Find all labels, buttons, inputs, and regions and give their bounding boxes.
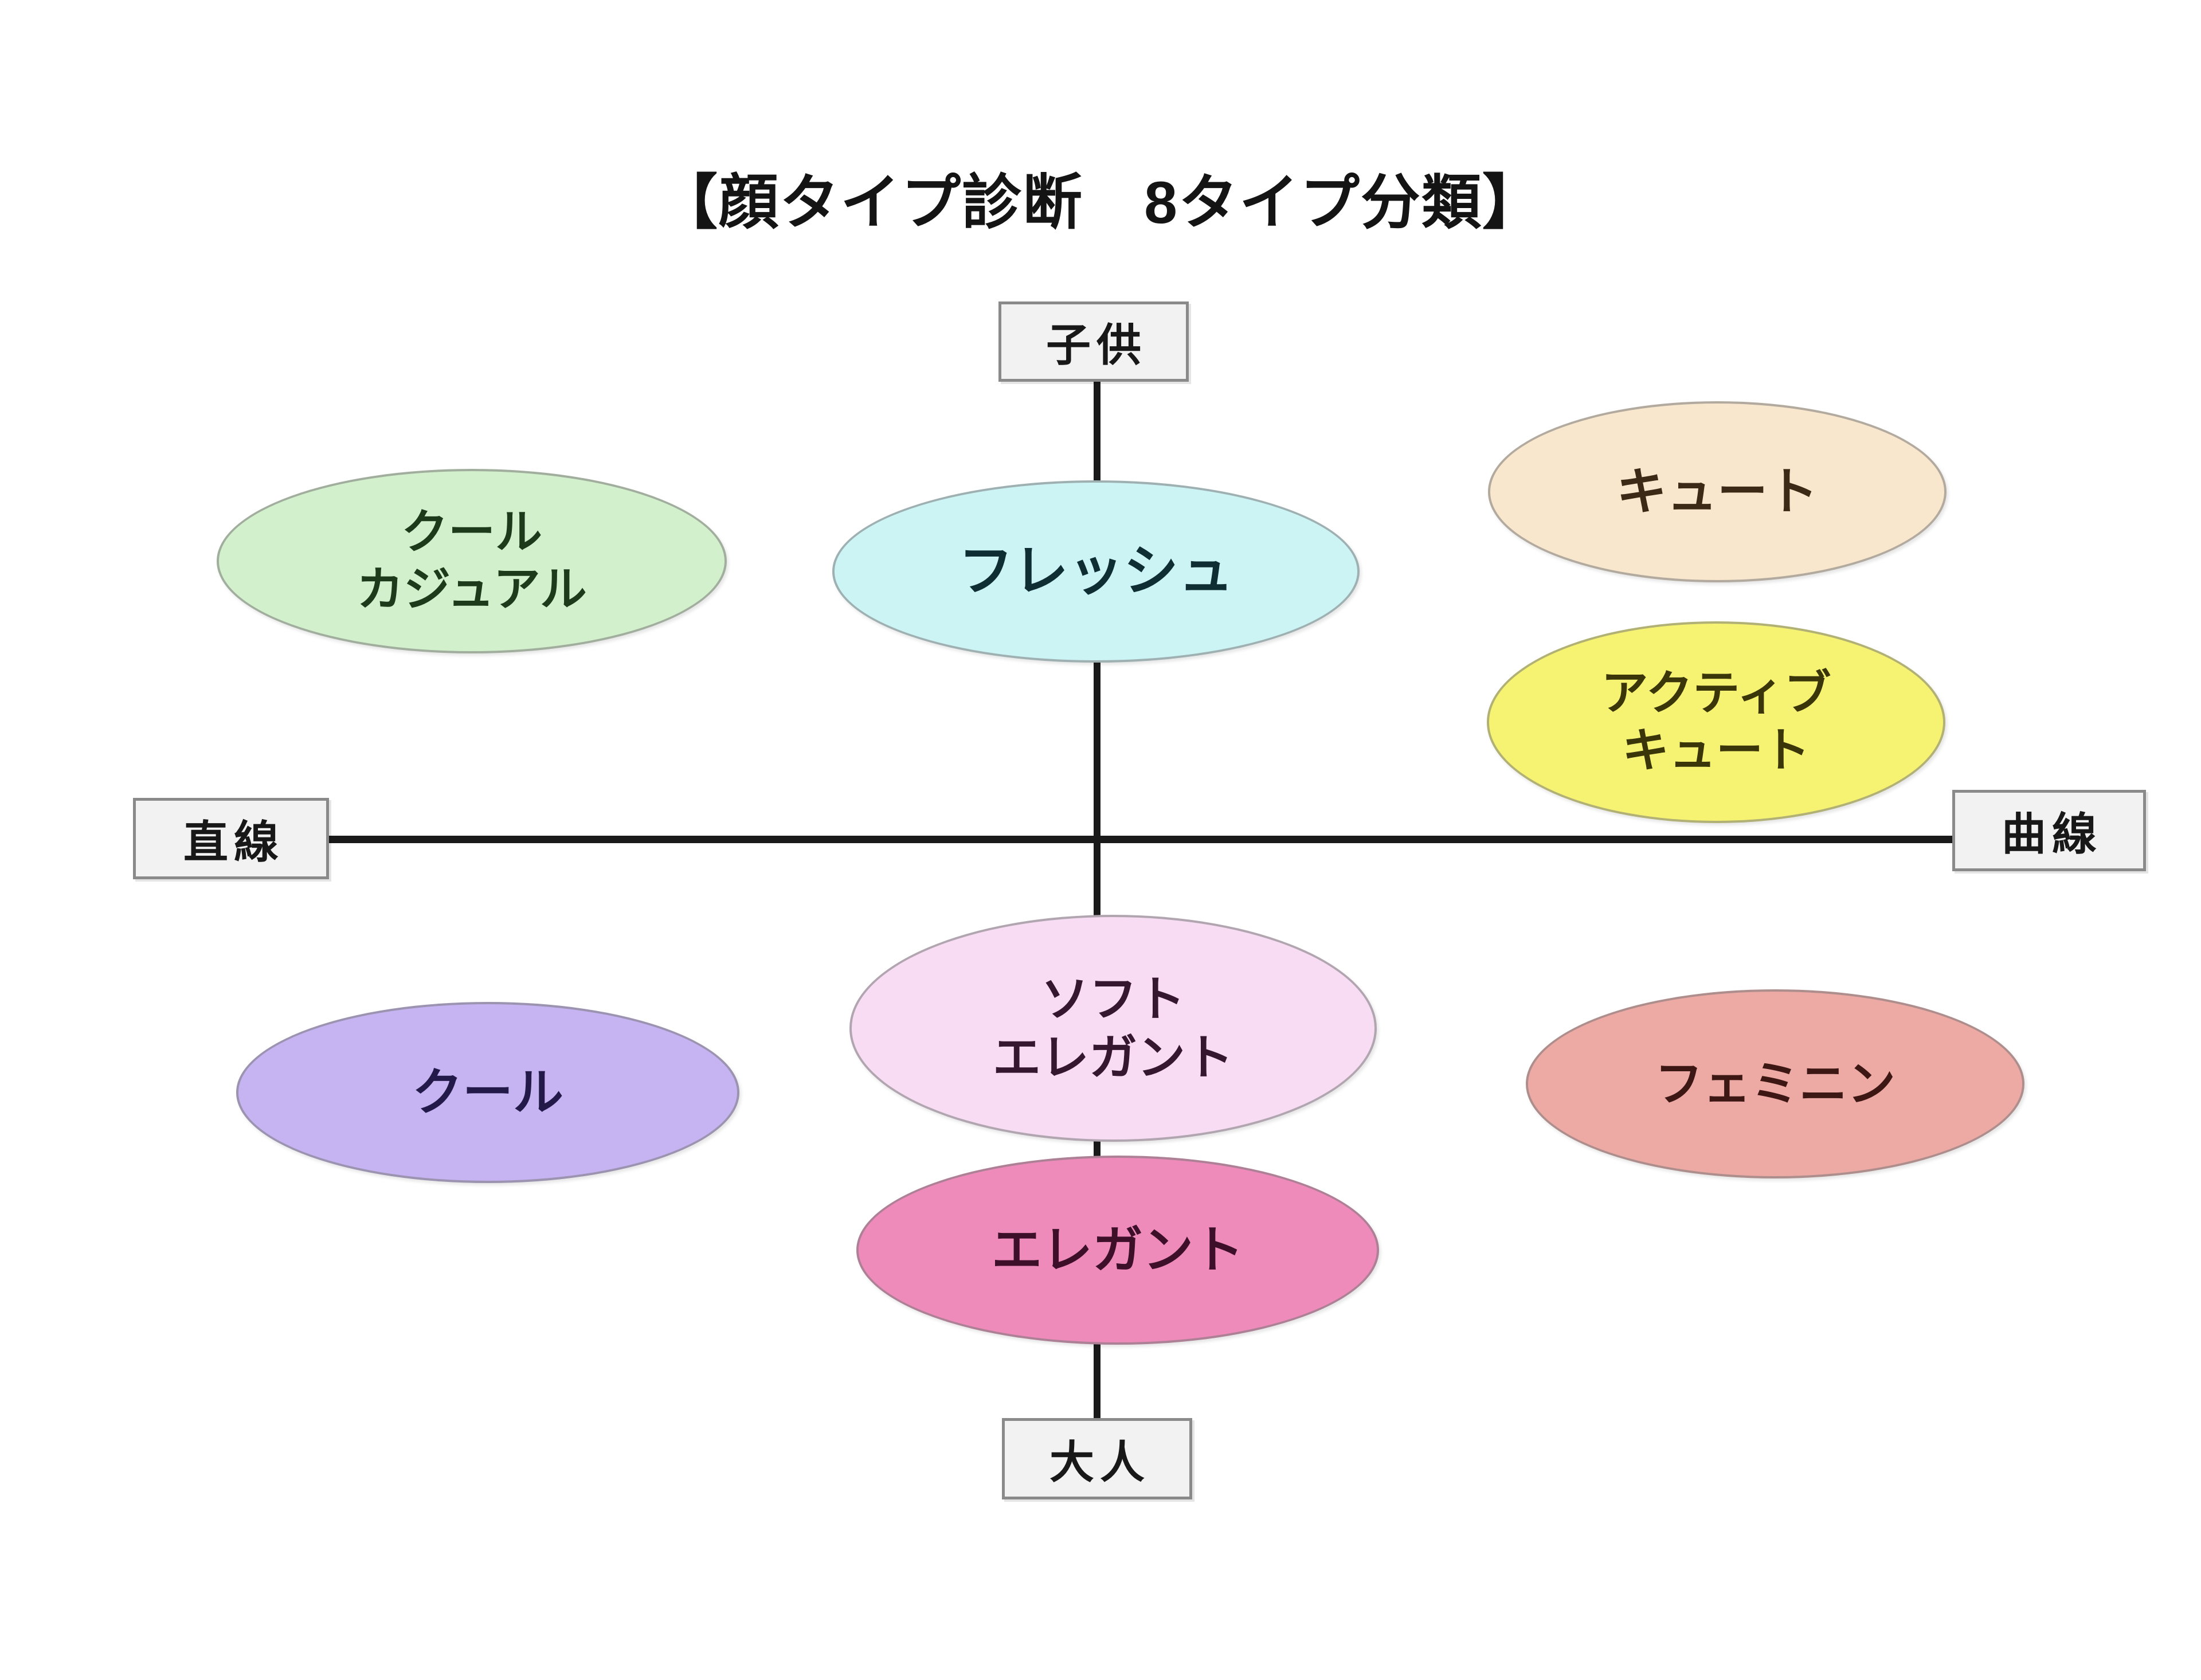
axis-label-child: 子供 (998, 301, 1189, 382)
type-label-line2: エレガント (992, 1031, 1233, 1084)
type-label-line2: キュート (1622, 725, 1810, 777)
type-label-line1: ソフト (1040, 972, 1185, 1026)
type-label-line1: クール (401, 506, 542, 558)
axis-label-straight: 直線 (133, 798, 329, 879)
type-ellipse-cool-casual[interactable]: クール カジュアル (217, 469, 727, 653)
axis-label-curved: 曲線 (1952, 790, 2146, 871)
type-label-line2: カジュアル (357, 563, 587, 616)
type-label-line1: キュート (1616, 463, 1818, 520)
horizontal-axis-line (328, 836, 1956, 843)
type-ellipse-active-cute[interactable]: アクティブ キュート (1487, 621, 1945, 823)
type-ellipse-elegant[interactable]: エレガント (856, 1156, 1379, 1345)
type-label-line1: アクティブ (1601, 667, 1831, 719)
type-label-line1: エレガント (991, 1221, 1244, 1279)
type-label-line1: フェミニン (1654, 1056, 1895, 1111)
type-ellipse-cool[interactable]: クール (236, 1002, 739, 1183)
type-ellipse-fresh[interactable]: フレッシュ (832, 480, 1360, 663)
type-ellipse-cute[interactable]: キュート (1488, 401, 1947, 582)
type-label-line1: フレッシュ (958, 541, 1233, 602)
type-label-line1: クール (412, 1064, 563, 1121)
type-ellipse-soft-elegant[interactable]: ソフト エレガント (849, 915, 1377, 1142)
axis-label-adult: 大人 (1002, 1418, 1192, 1499)
page-title: 【顔タイプ診断 8タイプ分類】 (658, 170, 1543, 236)
type-ellipse-feminine[interactable]: フェミニン (1526, 989, 2024, 1178)
